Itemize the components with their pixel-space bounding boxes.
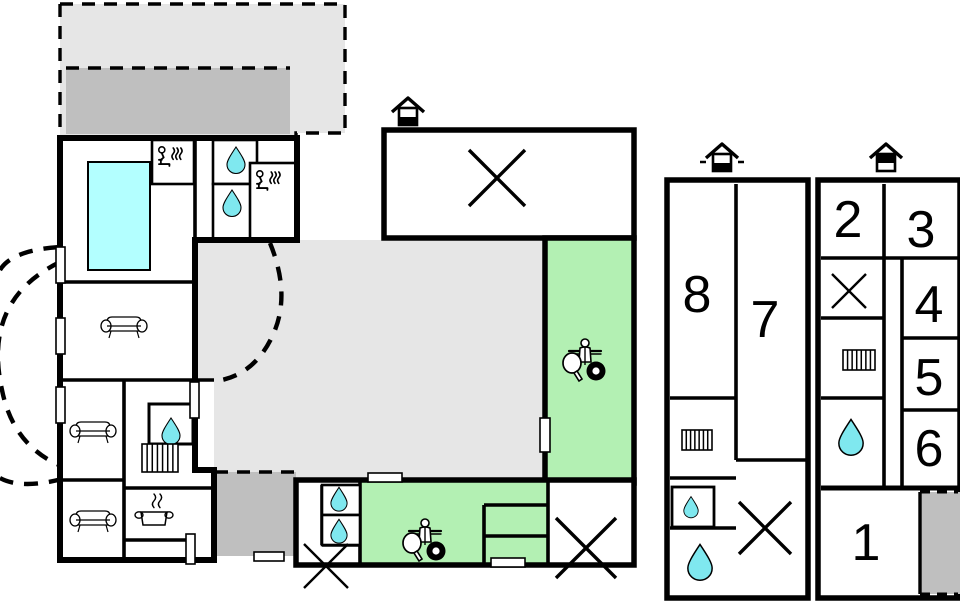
- bottom-strip-wall: [293, 477, 637, 568]
- cross-marker-icon: [303, 543, 349, 589]
- games-room-bottom-fill: [360, 480, 548, 565]
- room-7-label: 7: [751, 291, 780, 349]
- room-5-label: 5: [915, 349, 944, 407]
- window-left-1: [55, 246, 66, 284]
- room-1-label: 1: [852, 514, 881, 572]
- stairs-icon: [141, 443, 179, 473]
- stairs-icon: [681, 429, 713, 451]
- room-3-label: 3: [907, 201, 936, 259]
- cross-marker-icon: [831, 273, 867, 309]
- window-left-5: [185, 533, 196, 565]
- stairs-icon: [842, 349, 876, 371]
- covered-deck-upper-left: [66, 68, 290, 134]
- indoor-pool: [87, 161, 151, 271]
- room-2-label: 2: [834, 191, 863, 249]
- middle-right-building: [664, 177, 811, 601]
- room-6-label: 6: [915, 420, 944, 478]
- center-building: [293, 127, 637, 568]
- right-building: [815, 177, 960, 601]
- cross-marker-icon: [737, 500, 793, 556]
- room-top-crossed: [381, 127, 637, 241]
- window-left-2: [55, 317, 66, 355]
- sauna-room-a: [150, 138, 196, 186]
- swing-arc-left-top: [0, 244, 61, 272]
- icon-layer: [69, 145, 876, 589]
- house-marker-middle[interactable]: [698, 142, 746, 173]
- room-8-label: 8: [683, 266, 712, 324]
- cross-marker-icon: [467, 148, 527, 208]
- house-marker-right[interactable]: [868, 142, 904, 173]
- window-center-1: [367, 472, 403, 483]
- courtyard-center: [193, 240, 545, 480]
- window-center-2: [490, 557, 526, 568]
- swing-arc-left-bottom: [0, 475, 67, 487]
- covered-deck-right: [920, 492, 960, 594]
- window-left-6: [253, 551, 285, 562]
- window-left-3: [55, 386, 66, 424]
- cross-marker-icon: [554, 516, 618, 580]
- room-4-label: 4: [915, 276, 944, 334]
- left-wing-lounge-floor: [60, 380, 130, 560]
- left-building-outer-wall: [57, 135, 300, 563]
- window-left-4: [189, 381, 200, 419]
- house-marker-center[interactable]: [390, 96, 426, 127]
- window-center-3: [539, 417, 551, 453]
